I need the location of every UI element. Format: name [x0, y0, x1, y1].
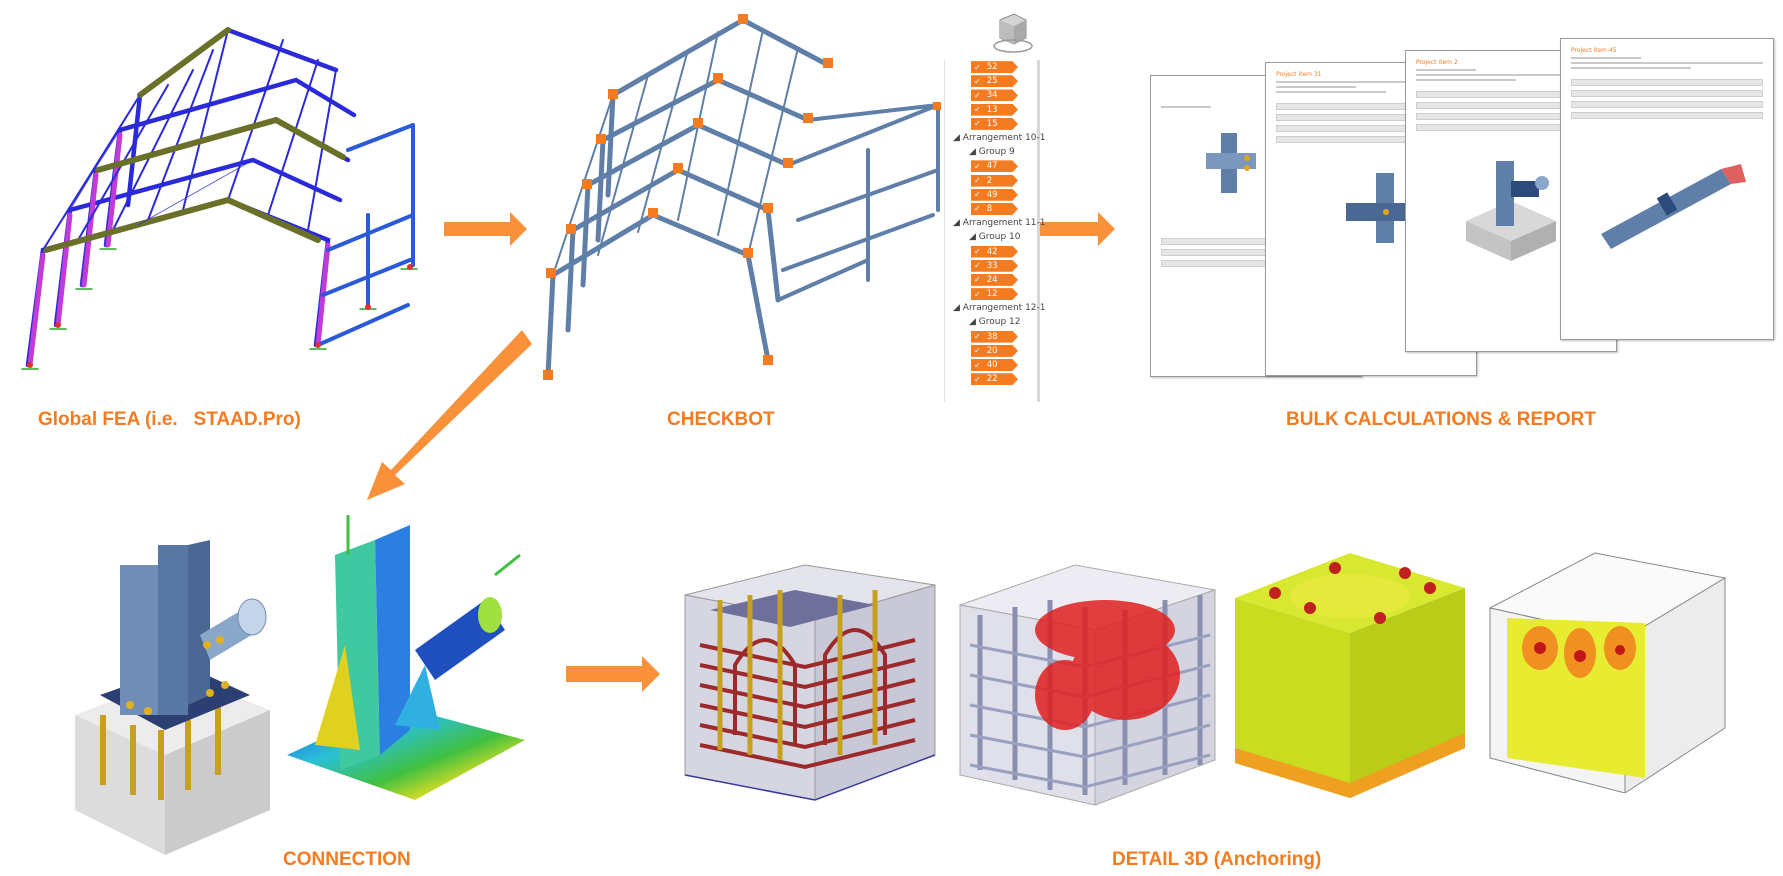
- tree-group[interactable]: ◢ Group 10: [969, 232, 1021, 243]
- tree-item[interactable]: ✓25: [971, 75, 1018, 88]
- tree-group[interactable]: ◢ Group 12: [969, 317, 1021, 328]
- tree-item[interactable]: ✓38: [971, 330, 1018, 343]
- anchoring-concrete-stress-model: [1235, 553, 1465, 798]
- tree-arrangement[interactable]: ◢ Arrangement 12-1: [953, 303, 1046, 314]
- connection-base-plate-model: [75, 540, 270, 855]
- report-title: Project item 2: [1416, 59, 1458, 66]
- tree-item[interactable]: ✓20: [971, 344, 1018, 357]
- arrow-checkbot-to-connection: [367, 330, 532, 500]
- tree-item[interactable]: ✓22: [971, 373, 1018, 386]
- report-page: Project item 45: [1560, 38, 1774, 340]
- tree-arrangement[interactable]: ◢ Arrangement 10-1: [953, 133, 1046, 144]
- arrow-checkbot-to-bulk: [1036, 212, 1115, 246]
- tree-group[interactable]: ◢ Group 9: [969, 147, 1015, 158]
- checkbot-model: [543, 14, 941, 380]
- arrow-connection-to-detail: [566, 656, 660, 692]
- tree-item[interactable]: ✓42: [971, 245, 1018, 258]
- tree-item[interactable]: ✓47: [971, 160, 1018, 173]
- global-fea-model: [21, 27, 418, 370]
- tree-item[interactable]: ✓2: [971, 174, 1018, 187]
- view-cube-icon[interactable]: [990, 10, 1036, 56]
- stage-label-bulk: BULK CALCULATIONS & REPORT: [1286, 409, 1596, 430]
- anchoring-reinforcement-model: [684, 564, 936, 801]
- tree-item[interactable]: ✓40: [971, 359, 1018, 372]
- stage-label-connection: CONNECTION: [283, 849, 411, 870]
- tree-item[interactable]: ✓15: [971, 117, 1018, 130]
- tree-arrangement[interactable]: ◢ Arrangement 11-1: [953, 218, 1046, 229]
- anchoring-rebar-cage-model: [958, 564, 1216, 806]
- stage-label-global-fea: Global FEA (i.e. STAAD.Pro): [38, 409, 301, 430]
- tree-item[interactable]: ✓34: [971, 89, 1018, 102]
- tree-item[interactable]: ✓24: [971, 273, 1018, 286]
- connection-stress-analysis: [287, 515, 525, 800]
- anchoring-section-cut-model: [1488, 552, 1727, 793]
- arrow-fea-to-checkbot: [444, 212, 527, 246]
- tree-item[interactable]: ✓49: [971, 188, 1018, 201]
- tree-item[interactable]: ✓8: [971, 202, 1018, 215]
- tree-item[interactable]: ✓33: [971, 259, 1018, 272]
- checkbot-tree: ✓52 ✓25 ✓34 ✓13 ✓15 ◢ Arrangement 10-1 ◢…: [944, 60, 1046, 402]
- tree-item[interactable]: ✓52: [971, 61, 1018, 74]
- report-title: Project item 45: [1571, 47, 1617, 54]
- stage-label-checkbot: CHECKBOT: [667, 409, 775, 430]
- tree-item[interactable]: ✓13: [971, 103, 1018, 116]
- stage-label-detail: DETAIL 3D (Anchoring): [1112, 849, 1322, 870]
- report-title: Project item 31: [1276, 71, 1322, 78]
- tree-item[interactable]: ✓12: [971, 288, 1018, 301]
